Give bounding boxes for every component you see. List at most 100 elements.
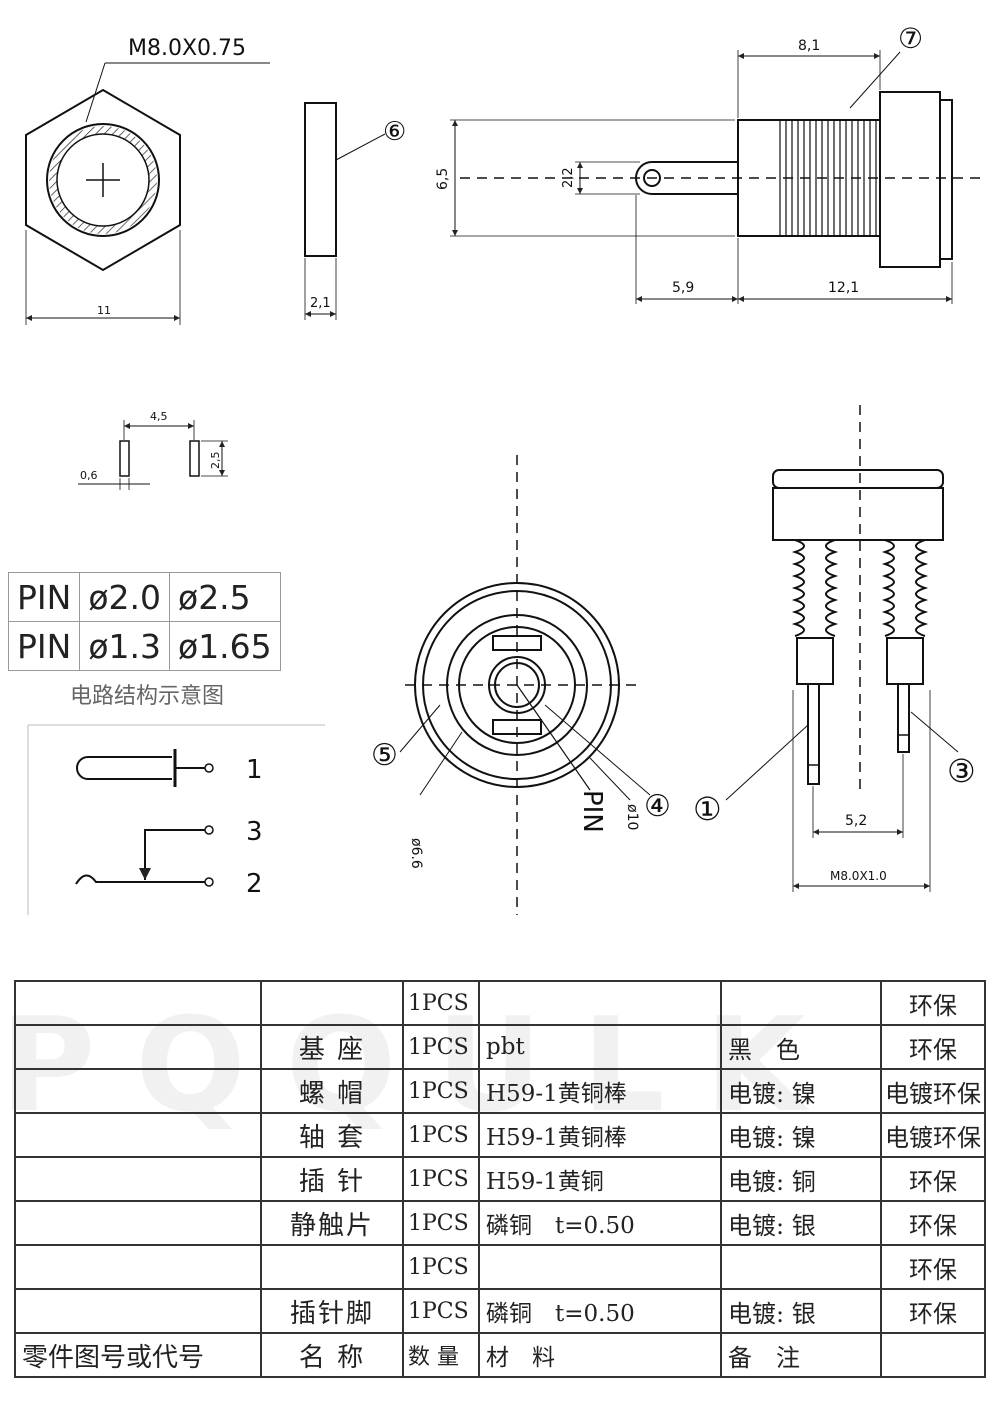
table-cell: 环保: [880, 1244, 986, 1290]
table-cell: 磷铜 t=0.50: [478, 1288, 722, 1334]
table-cell: 1PCS: [402, 1288, 480, 1334]
nut-width-label: 11: [97, 304, 111, 317]
table-row: 零件图号或代号名 称数 量材 料备 注: [14, 1332, 986, 1378]
table-cell: 电镀: 银: [720, 1288, 882, 1334]
table-cell: 零件图号或代号: [14, 1332, 262, 1378]
table-cell: [14, 1068, 262, 1114]
table-row: PIN ø2.0 ø2.5: [7, 572, 281, 622]
table-cell: 数 量: [402, 1332, 480, 1378]
pin-size-table: PIN ø2.0 ø2.5 PIN ø1.3 ø1.65: [7, 572, 281, 671]
washer-thickness-label: 2,1: [310, 296, 331, 311]
table-cell: [880, 1332, 986, 1378]
table-cell: 插 针: [260, 1156, 404, 1202]
table-cell: [478, 980, 722, 1026]
table-cell: 电镀环保: [880, 1112, 986, 1158]
table-cell: 磷铜 t=0.50: [478, 1200, 722, 1246]
circuit-label-1: 1: [246, 755, 263, 785]
washer-view: ⑥ 2,1: [304, 102, 406, 320]
table-cell: [720, 980, 882, 1026]
table-cell: H59-1黄铜棒: [478, 1112, 722, 1158]
table-cell: 黑 色: [720, 1024, 882, 1070]
side-pin-dia-label: 2,2: [561, 167, 576, 188]
hex-nut-view: M8.0X0.75 11: [25, 36, 270, 325]
pins-width-label: 0,6: [80, 469, 98, 482]
table-cell: 环保: [880, 1156, 986, 1202]
pin-table-cell: PIN: [7, 572, 81, 622]
circuit-label-2: 2: [246, 869, 263, 899]
table-cell: 1PCS: [402, 1156, 480, 1202]
table-cell: 环保: [880, 1200, 986, 1246]
circuit-caption: 电路结构示意图: [70, 684, 224, 709]
table-cell: 1PCS: [402, 980, 480, 1026]
table-cell: 材 料: [478, 1332, 722, 1378]
table-cell: 环保: [880, 1288, 986, 1334]
side-callout: ⑦: [898, 22, 923, 55]
pin-table-cell: ø2.5: [169, 572, 281, 622]
side-height-label: 6,5: [435, 168, 451, 190]
table-cell: 名 称: [260, 1332, 404, 1378]
table-cell: H59-1黄铜: [478, 1156, 722, 1202]
rear-view: ① ③ 5,2 M8.0X1.0: [693, 405, 976, 892]
table-cell: pbt: [478, 1024, 722, 1070]
table-cell: [14, 1244, 262, 1290]
pin-table-cell: PIN: [7, 621, 81, 671]
rear-callout-3: ③: [947, 752, 976, 790]
rear-callout-1: ①: [693, 790, 722, 828]
front-callout-5: ⑤: [371, 738, 398, 773]
table-cell: 电镀环保: [880, 1068, 986, 1114]
nut-thread-label: M8.0X0.75: [128, 36, 246, 61]
table-cell: [14, 1024, 262, 1070]
circuit-diagram: 电路结构示意图 1 3 2: [27, 684, 325, 915]
table-cell: 环保: [880, 980, 986, 1026]
side-pin-len-label: 5,9: [672, 280, 694, 296]
table-cell: H59-1黄铜棒: [478, 1068, 722, 1114]
table-cell: 基 座: [260, 1024, 404, 1070]
pin-table-cell: ø2.0: [79, 572, 170, 622]
table-cell: 1PCS: [402, 1112, 480, 1158]
table-cell: [720, 1244, 882, 1290]
table-cell: 电镀: 铜: [720, 1156, 882, 1202]
table-cell: 静触片: [260, 1200, 404, 1246]
table-row: 1PCS 环保: [14, 980, 986, 1026]
table-cell: [14, 1200, 262, 1246]
table-cell: [14, 980, 262, 1026]
rear-spacing-label: 5,2: [845, 813, 867, 829]
pin-layout-view: 4,5 2,5 0,6: [78, 410, 228, 490]
pin-table-cell: ø1.3: [79, 621, 170, 671]
pins-spacing-label: 4,5: [150, 410, 168, 423]
side-body-len-label: 12,1: [828, 280, 859, 296]
table-cell: 1PCS: [402, 1200, 480, 1246]
table-cell: [260, 980, 404, 1026]
table-cell: 电镀: 镍: [720, 1112, 882, 1158]
table-cell: [14, 1112, 262, 1158]
side-view: ⑦ 8,1 6,5 2,2 5,9 12,1: [435, 22, 985, 304]
rear-thread-label: M8.0X1.0: [830, 869, 887, 883]
table-cell: [478, 1244, 722, 1290]
pins-height-label: 2,5: [209, 452, 222, 470]
table-cell: 插针脚: [260, 1288, 404, 1334]
side-length-top-label: 8,1: [798, 38, 820, 54]
table-cell: 电镀: 银: [720, 1200, 882, 1246]
table-cell: 备 注: [720, 1332, 882, 1378]
washer-callout: ⑥: [383, 117, 406, 147]
front-callout-4: ④: [644, 789, 671, 824]
front-pin-label: PIN: [577, 790, 607, 833]
table-row: PIN ø1.3 ø1.65: [7, 621, 281, 671]
front-view: PIN ⑤ ø6.6 ④ ø10: [371, 455, 671, 915]
table-cell: [14, 1288, 262, 1334]
table-cell: 环保: [880, 1024, 986, 1070]
table-cell: 螺 帽: [260, 1068, 404, 1114]
table-cell: [260, 1244, 404, 1290]
table-cell: 电镀: 镍: [720, 1068, 882, 1114]
circuit-label-3: 3: [246, 817, 263, 847]
front-d-inner-label: ø6.6: [408, 838, 424, 869]
table-cell: 1PCS: [402, 1068, 480, 1114]
